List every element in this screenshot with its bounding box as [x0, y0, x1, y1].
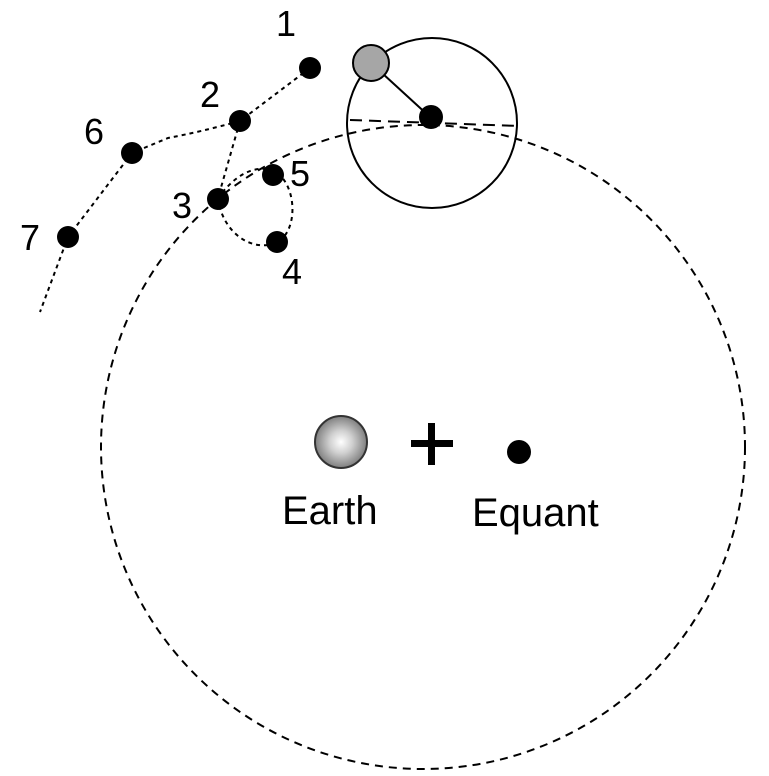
planet-position-3: [207, 188, 229, 210]
epicycle-circle: [346, 37, 518, 209]
epicycle-center-dot: [419, 105, 443, 129]
center-cross-icon: [411, 423, 453, 465]
position-label-7: 7: [20, 217, 40, 258]
equant-label: Equant: [472, 491, 599, 535]
earth-label: Earth: [282, 489, 378, 533]
position-label-3: 3: [172, 185, 192, 226]
earth-icon: [314, 415, 368, 469]
planet-position-5: [262, 164, 284, 186]
planet-position-6: [121, 142, 143, 164]
position-label-6: 6: [84, 111, 104, 152]
current-planet: [352, 44, 390, 82]
planet-position-7: [57, 226, 79, 248]
position-label-5: 5: [290, 153, 310, 194]
planet-position-2: [229, 110, 251, 132]
planet-positions: [57, 57, 321, 253]
planet-position-4: [266, 231, 288, 253]
position-label-1: 1: [276, 3, 296, 44]
planet-position-1: [299, 57, 321, 79]
planet-path: [216, 67, 311, 247]
planet-path-tail: [39, 120, 241, 313]
position-label-4: 4: [282, 251, 302, 292]
equant-dot-icon: [507, 440, 531, 464]
position-label-2: 2: [200, 74, 220, 115]
